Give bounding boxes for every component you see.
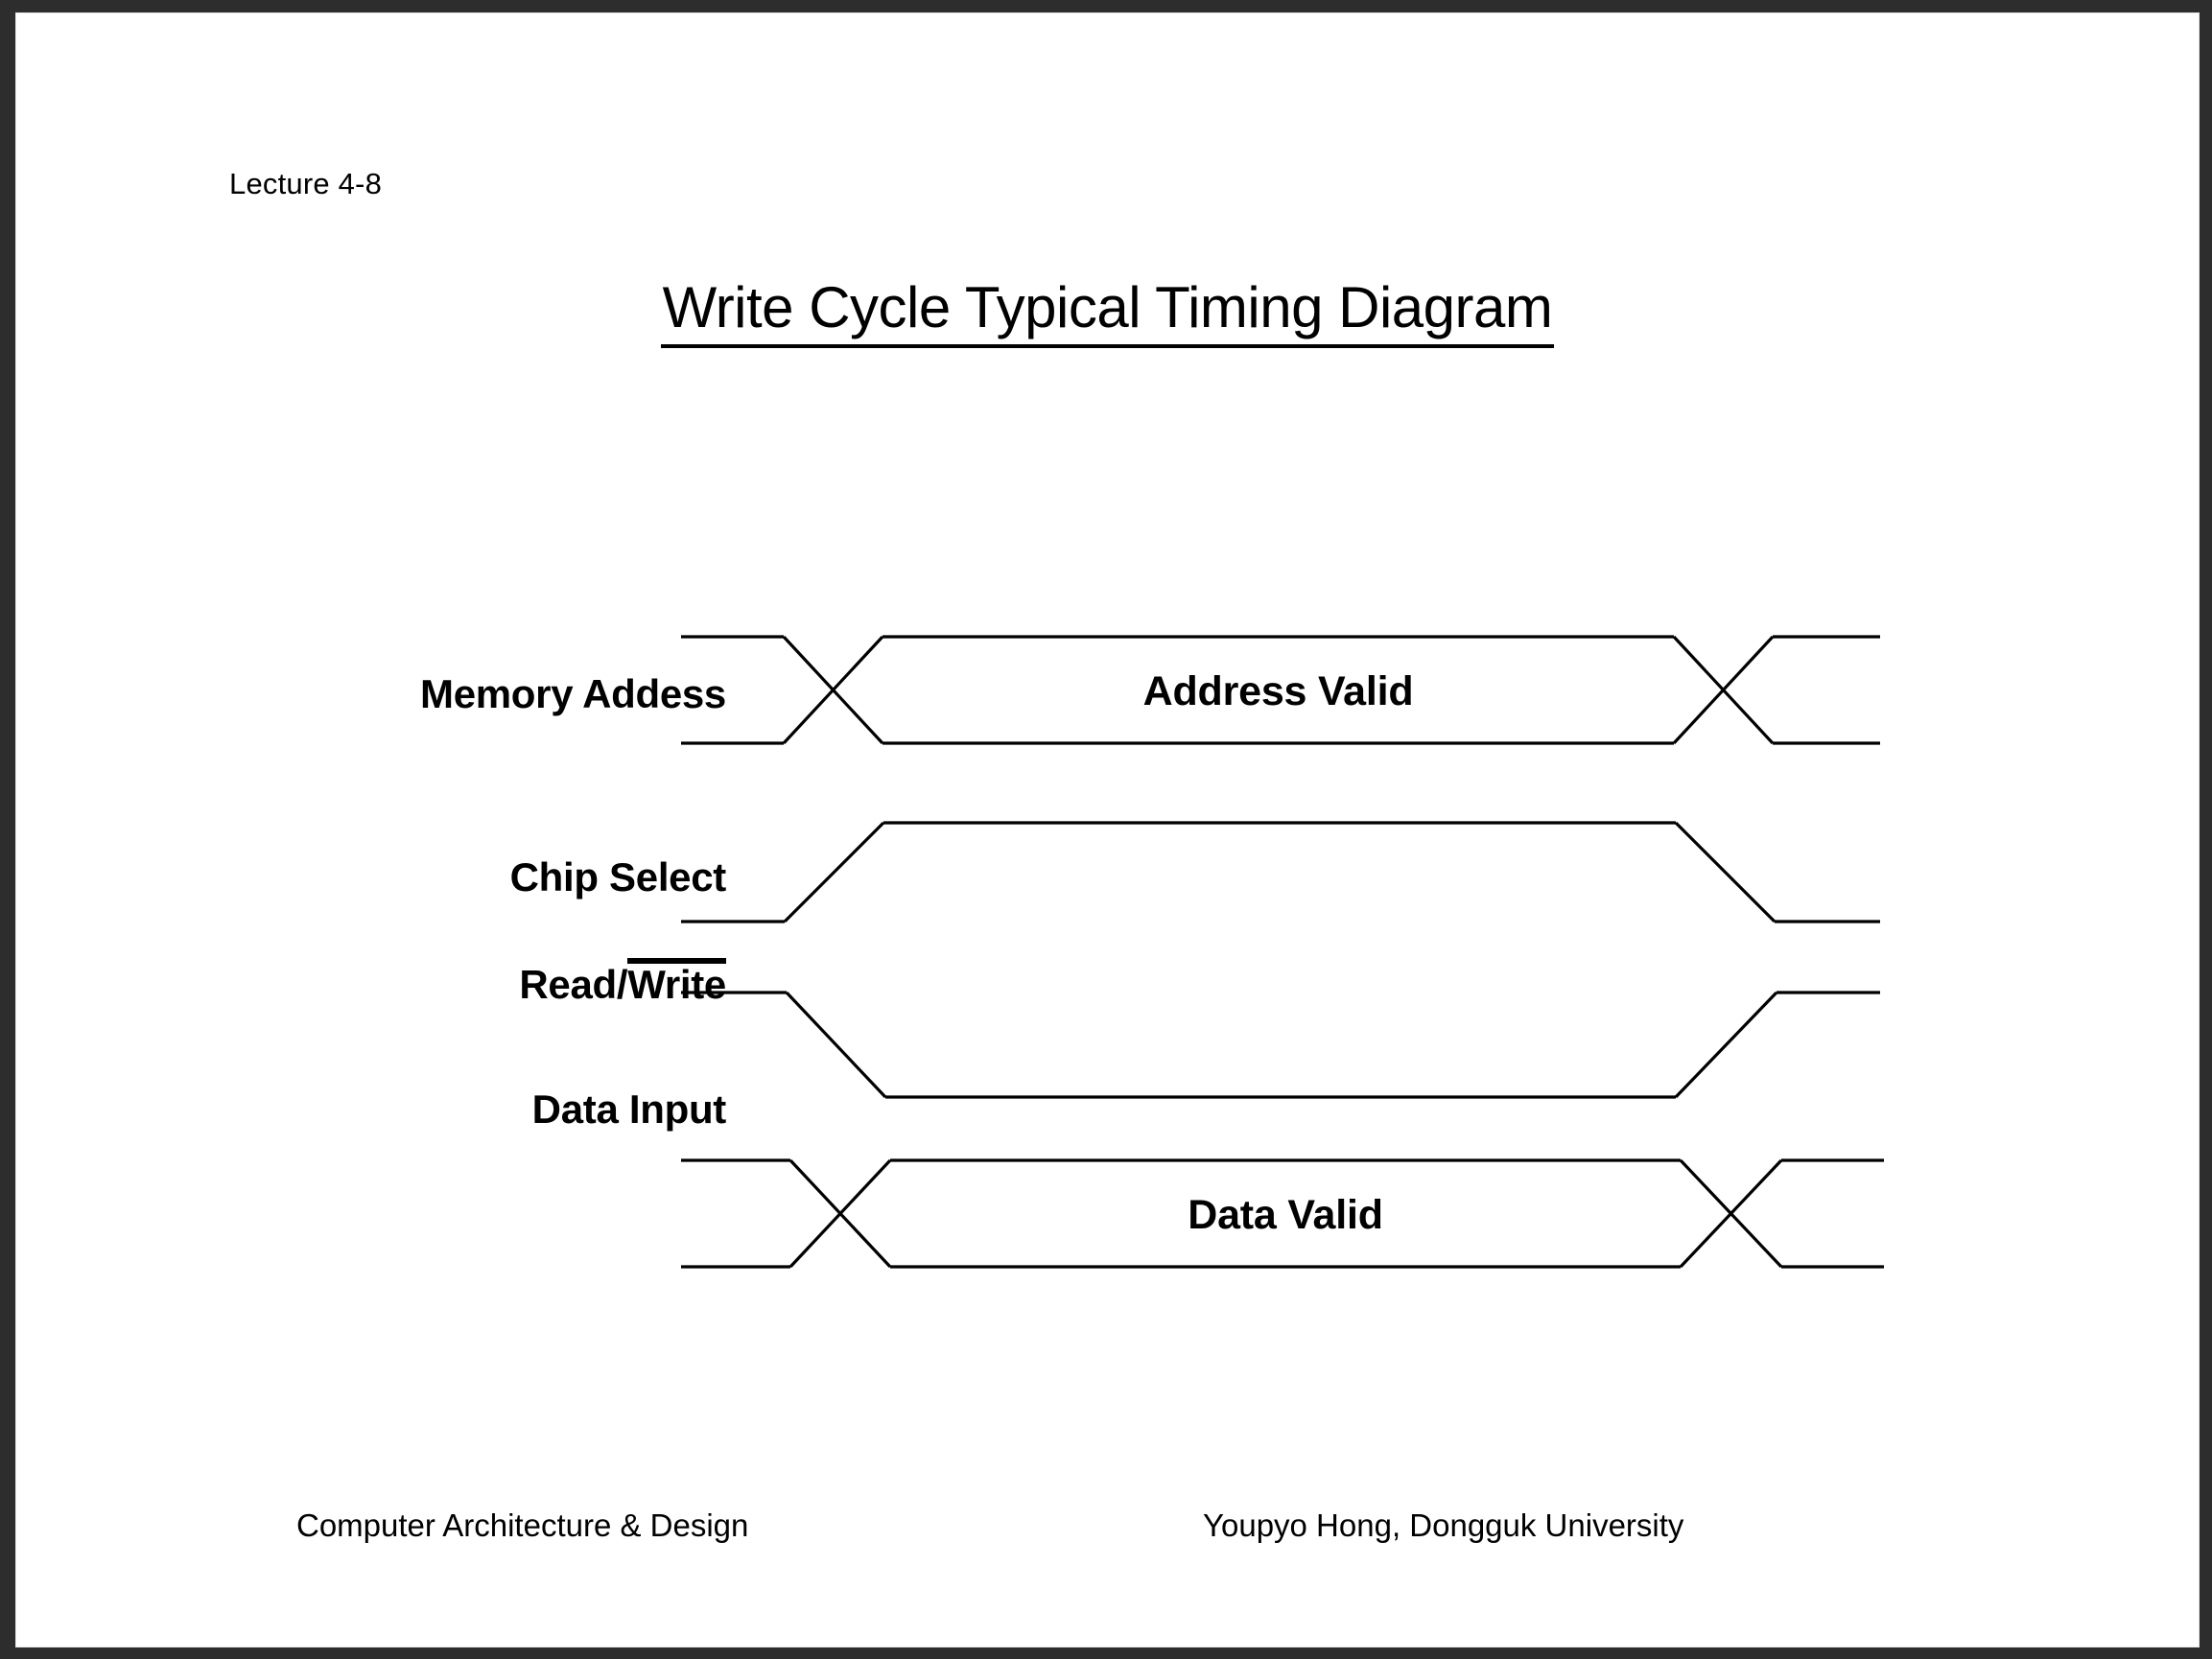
footer-course-name: Computer Architecture & Design [296, 1507, 749, 1543]
footer-author: Youpyo Hong, Dongguk University [1203, 1507, 1684, 1543]
slide-page: Lecture 4-8 Write Cycle Typical Timing D… [16, 13, 2199, 1647]
bus-value-data-valid: Data Valid [1188, 1192, 1383, 1238]
page-title-text: Write Cycle Typical Timing Diagram [660, 274, 1555, 348]
signal-label-data-input: Data Input [531, 1087, 727, 1132]
signal-label-read-write-overlined: Write [627, 958, 726, 1005]
waveform-read-write [681, 991, 1880, 1099]
signal-label-memory-address: Memory Addess [420, 671, 726, 716]
timing-diagram-canvas [16, 13, 2199, 1647]
waveform-chip-select [681, 821, 1880, 923]
lecture-tag: Lecture 4-8 [229, 167, 383, 200]
bus-value-address-valid: Address Valid [1142, 668, 1414, 714]
signal-label-read-write: Read/Write [141, 958, 726, 1008]
page-title: Write Cycle Typical Timing Diagram [16, 274, 2199, 348]
signal-label-read-write-prefix: Read/ [519, 962, 628, 1007]
signal-label-chip-select: Chip Select [509, 854, 727, 900]
